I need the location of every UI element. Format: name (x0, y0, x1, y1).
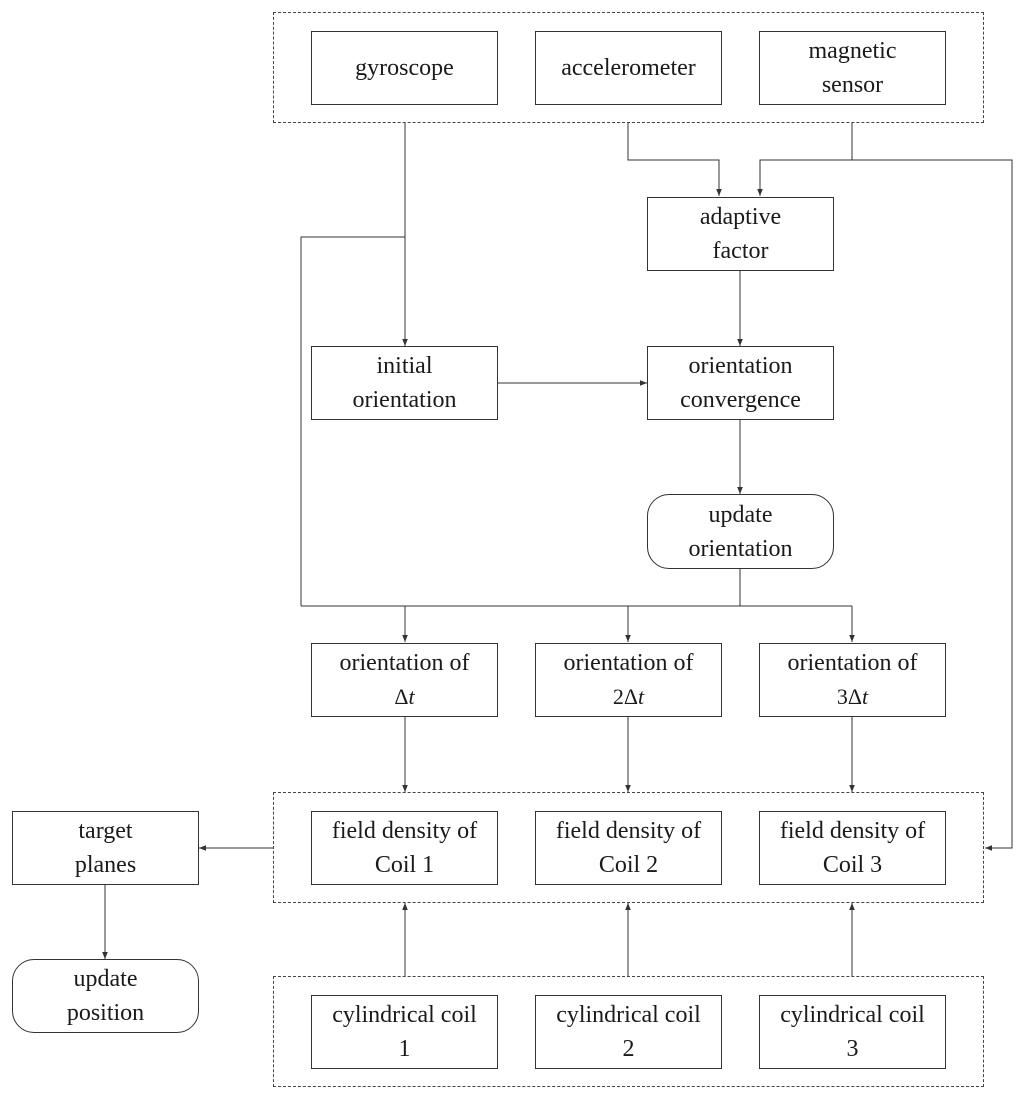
gyroscope-label: gyroscope (355, 55, 454, 81)
delta-symbol: Δ (847, 684, 863, 709)
update-orientation-label-line-1: update (708, 501, 773, 528)
coils-group (273, 976, 984, 1087)
cylindrical-coil-3-label-line-2: 3 (846, 1036, 859, 1062)
target-planes-label-line-1: target (78, 818, 133, 844)
field-density-coil-3-label-line-1: field density of (779, 818, 926, 844)
target-planes-label-line-2: planes (74, 852, 137, 878)
field-density-coil-2-label-line-2: Coil 2 (598, 852, 659, 878)
arrow-accelerometer-to-adaptive-factor (627, 123, 722, 196)
magnetic-sensor-node: magnetic sensor (759, 31, 946, 105)
line-gyroscope-branch-left (300, 236, 405, 606)
adaptive-factor-label-line-1: adaptive (699, 204, 782, 230)
initial-orientation-label-line-1: initial (376, 353, 433, 379)
2dt-coefficient: 2 (612, 684, 624, 709)
cylindrical-coil-2-label-line-1: cylindrical coil (556, 1002, 701, 1028)
orientation-of-2dt-node: orientation of 2Δt (535, 643, 722, 717)
adaptive-factor-label-line-2: factor (712, 238, 769, 264)
cylindrical-coil-1-node: cylindrical coil 1 (311, 995, 498, 1069)
cylindrical-coil-3-label-line-1: cylindrical coil (780, 1002, 925, 1028)
update-orientation-node: update orientation (647, 494, 834, 569)
field-density-coil-2-node: field density of Coil 2 (535, 811, 722, 885)
orientation-of-dt-node: orientation of Δt (311, 643, 498, 717)
field-density-coil-3-node: field density of Coil 3 (759, 811, 946, 885)
initial-orientation-label-line-2: orientation (352, 387, 457, 413)
orientation-of-2dt-label: orientation of (563, 650, 694, 676)
arrow-magnetic-sensor-to-adaptive-factor (757, 123, 853, 196)
field-density-coil-1-node: field density of Coil 1 (311, 811, 498, 885)
orientation-of-dt-math: Δt (394, 680, 414, 714)
field-density-coil-2-label-line-1: field density of (555, 818, 702, 844)
update-position-node: update position (12, 959, 199, 1033)
orientation-convergence-node: orientation convergence (647, 346, 834, 420)
3dt-coefficient: 3 (836, 684, 848, 709)
update-orientation-label-line-2: orientation (688, 535, 793, 562)
orientation-of-2dt-math: 2Δt (613, 680, 644, 714)
target-planes-node: target planes (12, 811, 199, 885)
accelerometer-label: accelerometer (561, 55, 696, 81)
orientation-of-dt-label: orientation of (339, 650, 470, 676)
adaptive-factor-node: adaptive factor (647, 197, 834, 271)
cylindrical-coil-1-label-line-2: 1 (398, 1036, 411, 1062)
cylindrical-coil-3-node: cylindrical coil 3 (759, 995, 946, 1069)
update-position-label-line-2: position (66, 1000, 145, 1026)
field-density-coil-3-label-line-2: Coil 3 (822, 852, 883, 878)
arrow-magnetic-sensor-to-field-density (852, 159, 1013, 851)
t-variable: t (862, 684, 869, 709)
delta-symbol: Δ (623, 684, 639, 709)
cylindrical-coil-1-label-line-1: cylindrical coil (332, 1002, 477, 1028)
sensors-group (273, 12, 984, 123)
accelerometer-node: accelerometer (535, 31, 722, 105)
magnetic-sensor-label-line-2: sensor (821, 72, 884, 98)
orientation-of-3dt-label: orientation of (787, 650, 918, 676)
initial-orientation-node: initial orientation (311, 346, 498, 420)
orientation-convergence-label-line-1: orientation (688, 353, 793, 379)
t-variable: t (638, 684, 645, 709)
orientation-convergence-label-line-2: convergence (680, 387, 801, 413)
magnetic-sensor-label-line-1: magnetic (808, 38, 897, 64)
t-variable: t (408, 684, 415, 709)
cylindrical-coil-2-label-line-2: 2 (622, 1036, 635, 1062)
line-update-orientation-bus (301, 569, 852, 607)
field-density-coil-1-label-line-2: Coil 1 (374, 852, 435, 878)
field-density-group (273, 792, 984, 903)
orientation-of-3dt-math: 3Δt (837, 680, 868, 714)
orientation-of-3dt-node: orientation of 3Δt (759, 643, 946, 717)
cylindrical-coil-2-node: cylindrical coil 2 (535, 995, 722, 1069)
delta-symbol: Δ (394, 684, 409, 709)
update-position-label-line-1: update (73, 966, 138, 992)
gyroscope-node: gyroscope (311, 31, 498, 105)
field-density-coil-1-label-line-1: field density of (331, 818, 478, 844)
